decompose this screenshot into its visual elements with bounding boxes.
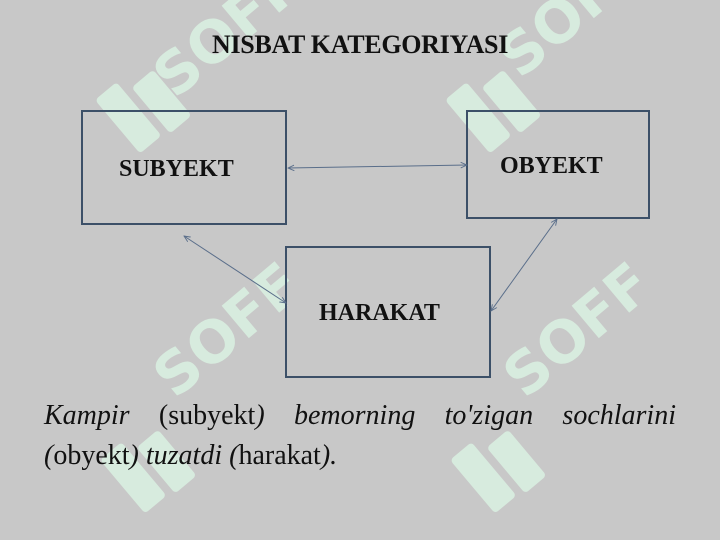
sentence-part: (subyekt (129, 400, 256, 431)
subyekt-label: SUBYEKT (119, 156, 234, 182)
sentence-part: obyekt (53, 440, 130, 471)
arrow-obyekt-harakat (491, 219, 557, 311)
sentence-part: ). (320, 440, 338, 471)
obyekt-label: OBYEKT (500, 153, 603, 179)
arrow-subyekt-harakat (184, 236, 286, 303)
sentence-part: harakat (238, 440, 321, 471)
harakat-box: HARAKAT (285, 246, 491, 378)
harakat-label: HARAKAT (319, 300, 440, 326)
sentence-part: ) tuzatdi ( (129, 440, 239, 471)
slide-title: NISBAT KATEGORIYASI (211, 30, 509, 59)
sentence-part: ) bemorning to'zigan sochlarini ( (44, 400, 676, 471)
example-sentence: Kampir (subyekt) bemorning to'zigan soch… (44, 396, 676, 476)
sentence-part: Kampir (44, 400, 130, 431)
arrow-subyekt-obyekt (288, 165, 467, 168)
subyekt-box: SUBYEKT (81, 110, 287, 225)
